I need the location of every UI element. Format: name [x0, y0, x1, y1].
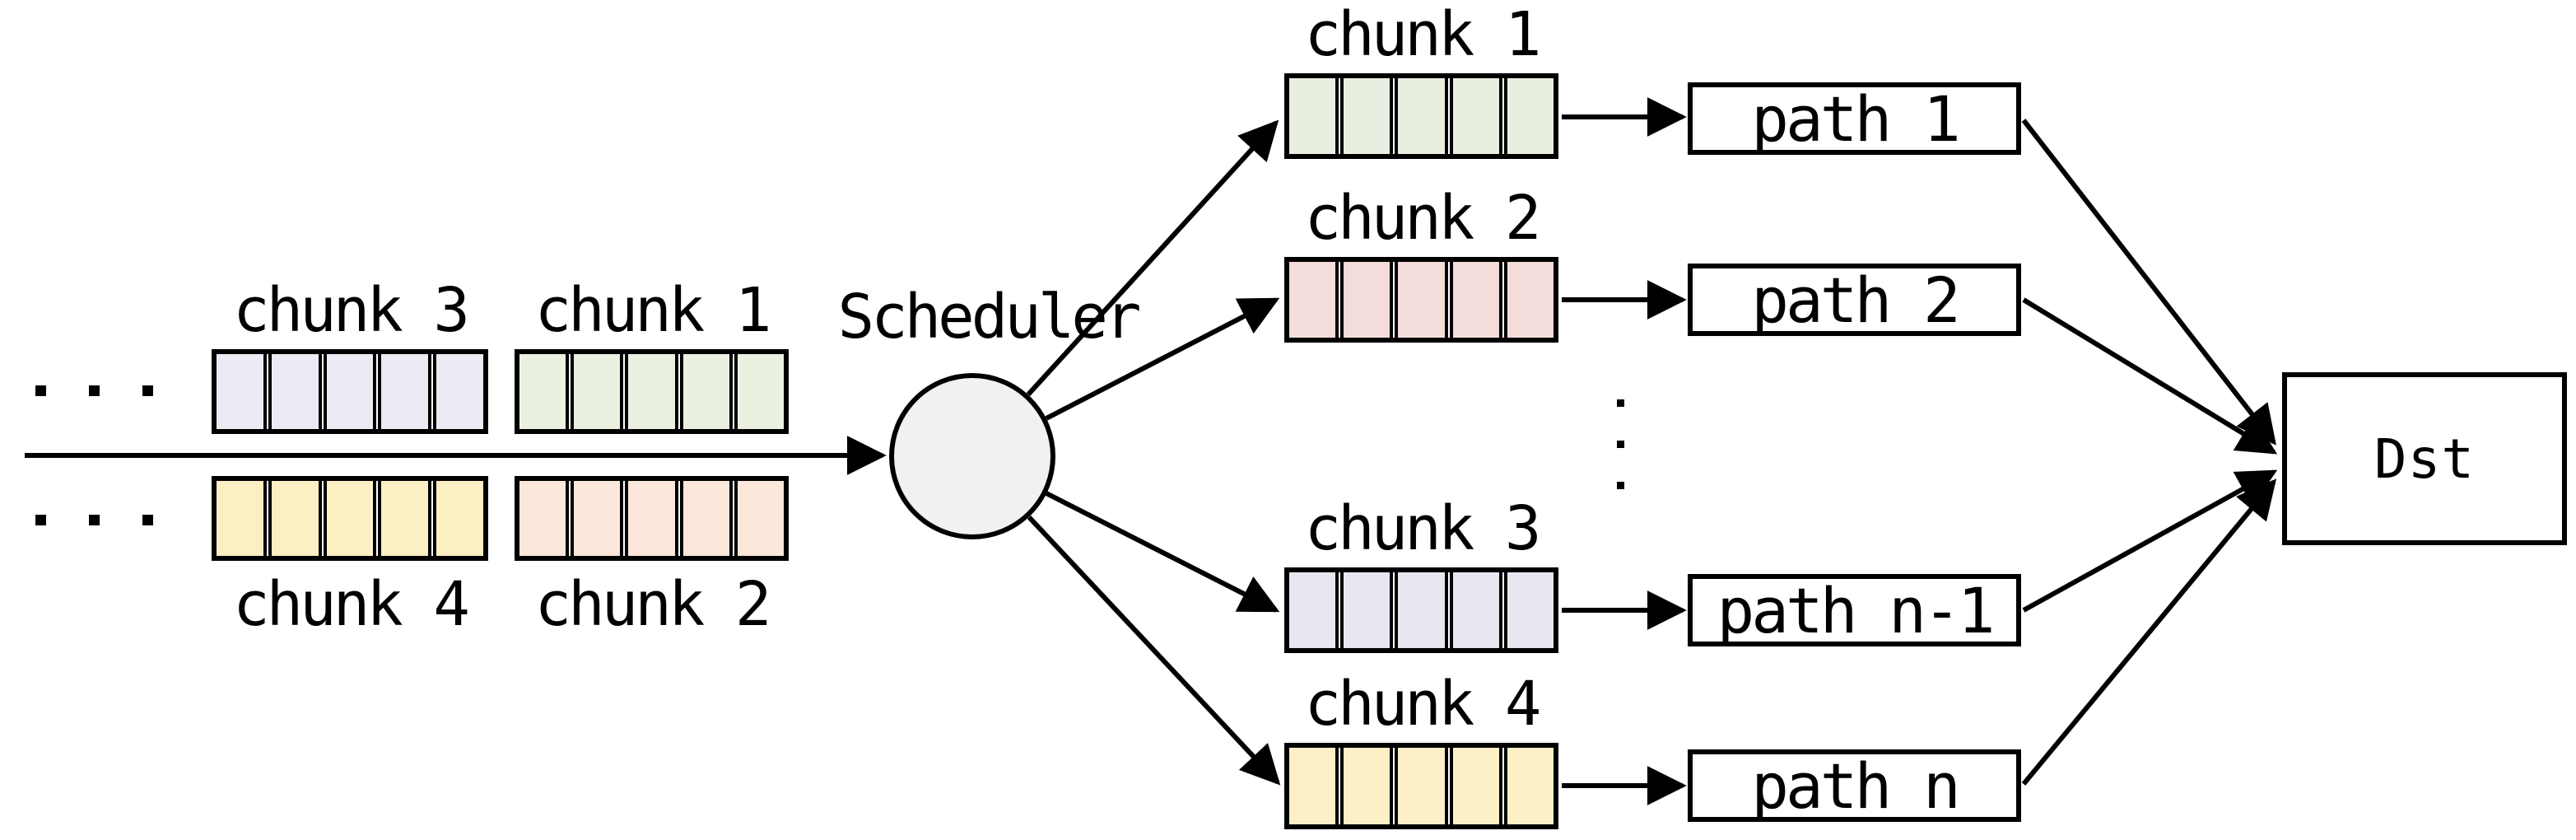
queue-cell [378, 354, 432, 429]
source-chunk3-queue [212, 349, 488, 434]
queue-cell [1503, 78, 1554, 154]
ellipsis-dot [35, 515, 46, 525]
rows-ellipsis [1617, 399, 1624, 489]
arrow-scheduler-to-chunk4 [1027, 515, 1281, 786]
queue-cell [433, 354, 483, 429]
queue-cell [323, 481, 377, 556]
queue-cell [1340, 748, 1394, 824]
source-chunk2-label: chunk 2 [534, 569, 772, 640]
output-chunk2-label: chunk 2 [1304, 183, 1542, 254]
queue-cell [1449, 78, 1502, 154]
queue-cell [1503, 748, 1554, 824]
output-chunk4-queue [1284, 743, 1558, 829]
ellipsis-dot [89, 515, 100, 525]
scheduler-label: Scheduler [837, 282, 1142, 352]
queue-cell [378, 481, 432, 556]
path1-box: path 1 [1688, 82, 2021, 156]
path-n-label: path n [1751, 749, 1961, 823]
ellipsis-dot [89, 385, 100, 396]
arrow-path1-to-dst [2021, 119, 2276, 446]
arrow-scheduler-to-chunk1 [1026, 119, 1279, 397]
queue-cell [519, 354, 570, 429]
queue-cell [217, 354, 267, 429]
destination-node: Dst [2282, 372, 2567, 545]
queue-cell [519, 481, 570, 556]
arrow-scheduler-to-chunk2 [1045, 297, 1280, 421]
path-n1-label: path n-1 [1717, 573, 1995, 647]
ellipsis-dot [1617, 441, 1624, 448]
queue-cell [1289, 78, 1339, 154]
queue-cell [734, 354, 785, 429]
destination-label: Dst [2373, 427, 2476, 491]
path2-label: path 2 [1751, 263, 1961, 337]
path2-box: path 2 [1688, 263, 2021, 337]
queue-cell [1449, 262, 1502, 338]
queue-cell [1395, 262, 1448, 338]
queue-cell [1395, 748, 1448, 824]
stream-ellipsis-bottom [35, 515, 153, 525]
source-chunk4-queue [212, 476, 488, 561]
ellipsis-dot [142, 385, 153, 396]
source-chunk4-label: chunk 4 [233, 569, 470, 640]
output-chunk1-label: chunk 1 [1304, 0, 1542, 70]
arrow-pathn1-to-dst [2022, 469, 2278, 613]
queue-cell [571, 354, 624, 429]
queue-cell [1340, 262, 1394, 338]
output-chunk4-label: chunk 4 [1304, 669, 1542, 740]
queue-cell [268, 354, 322, 429]
queue-cell [1503, 262, 1554, 338]
output-chunk1-queue [1284, 73, 1558, 159]
queue-cell [1449, 748, 1502, 824]
source-chunk2-queue [515, 476, 789, 561]
queue-cell [1395, 572, 1448, 648]
queue-cell [1289, 262, 1339, 338]
queue-cell [1449, 572, 1502, 648]
scheduler-node [889, 373, 1055, 539]
output-chunk2-queue [1284, 257, 1558, 343]
arrow-pathn-to-dst [2021, 478, 2277, 786]
queue-cell [268, 481, 322, 556]
ellipsis-dot [142, 515, 153, 525]
arrow-path2-to-dst [2022, 297, 2278, 455]
queue-cell [571, 481, 624, 556]
ellipsis-dot [1617, 399, 1624, 407]
queue-cell [1395, 78, 1448, 154]
queue-cell [1340, 572, 1394, 648]
queue-cell [1340, 78, 1394, 154]
queue-cell [625, 354, 678, 429]
source-chunk3-label: chunk 3 [233, 275, 470, 346]
source-chunk1-label: chunk 1 [534, 275, 772, 346]
queue-cell [734, 481, 785, 556]
queue-cell [1289, 748, 1339, 824]
ellipsis-dot [35, 385, 46, 396]
output-chunk3-queue [1284, 567, 1558, 653]
output-chunk3-label: chunk 3 [1304, 493, 1542, 564]
ellipsis-dot [1617, 482, 1624, 489]
queue-cell [217, 481, 267, 556]
source-chunk1-queue [515, 349, 789, 434]
queue-cell [323, 354, 377, 429]
path1-label: path 1 [1751, 82, 1961, 156]
stream-ellipsis-top [35, 385, 153, 396]
arrow-scheduler-to-chunk3 [1045, 491, 1280, 613]
queue-cell [433, 481, 483, 556]
path-n1-box: path n-1 [1688, 573, 2021, 647]
path-n-box: path n [1688, 749, 2021, 823]
queue-cell [1289, 572, 1339, 648]
queue-cell [1503, 572, 1554, 648]
queue-cell [625, 481, 678, 556]
queue-cell [679, 354, 733, 429]
queue-cell [679, 481, 733, 556]
